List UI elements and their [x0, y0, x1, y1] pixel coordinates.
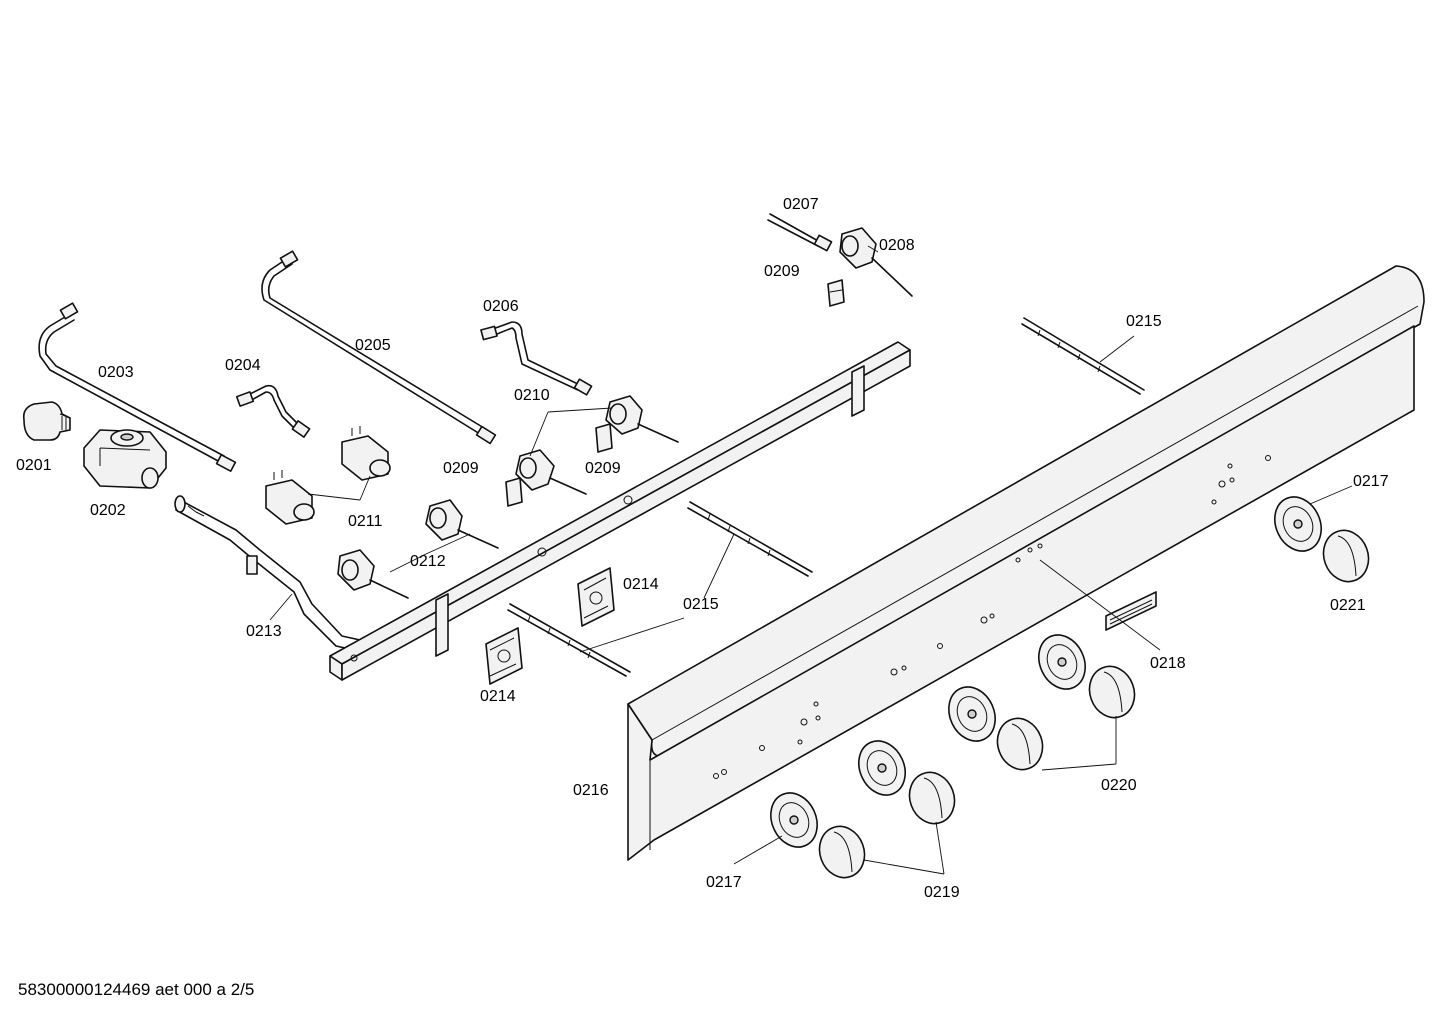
callout-0219: 0219: [924, 884, 960, 901]
clip-0209-top-part: [827, 279, 845, 307]
callout-0216: 0216: [573, 782, 609, 799]
callout-0206: 0206: [483, 298, 519, 315]
control-knob-0220-2-part: [1088, 665, 1136, 719]
callout-0208: 0208: [879, 237, 915, 254]
callout-0218: 0218: [1150, 655, 1186, 672]
clip-0209-left-part: [505, 477, 523, 507]
support-rail-part: [329, 341, 911, 681]
callout-0215-top: 0215: [1126, 313, 1162, 330]
control-knob-0219-2-part: [908, 771, 956, 825]
callout-0210: 0210: [514, 387, 550, 404]
solenoid-0211-lower-part: [265, 470, 315, 525]
gas-valve-0210-lower-part: [515, 449, 587, 495]
callout-0215-mid: 0215: [683, 596, 719, 613]
leader-0220: [1041, 716, 1117, 771]
callout-0213: 0213: [246, 623, 282, 640]
callout-0217-high: 0217: [1353, 473, 1389, 490]
control-knob-0219-1-part: [818, 825, 866, 879]
gas-tube-0207-part: [767, 213, 833, 252]
pressure-regulator-part: [83, 429, 167, 489]
leader-0218: [1039, 559, 1161, 651]
gas-valve-0212-lower-part: [337, 549, 409, 599]
callout-0209-left: 0209: [443, 460, 479, 477]
callout-0207: 0207: [783, 196, 819, 213]
solenoid-0211-upper-part: [341, 426, 391, 481]
knob-bezel-0217-3-part: [948, 686, 996, 742]
gas-valve-0210-upper-part: [605, 395, 679, 443]
leader-0208: [867, 245, 879, 253]
callout-0217-low: 0217: [706, 874, 742, 891]
leader-0212: [389, 533, 471, 573]
callout-0220: 0220: [1101, 777, 1137, 794]
callout-0202: 0202: [90, 502, 126, 519]
elbow-fitting-part: [22, 401, 71, 441]
clip-0209-right-part: [595, 423, 613, 453]
control-knob-0220-1-part: [996, 717, 1044, 771]
gas-tube-0205-part: [261, 250, 497, 445]
callout-0212: 0212: [410, 553, 446, 570]
document-reference: 58300000124469 aet 000 a 2/5: [18, 980, 255, 999]
leader-0211: [307, 475, 371, 501]
leader-0217-high: [1309, 485, 1353, 505]
leader-0215-mid: [579, 533, 735, 653]
igniter-rod-0215-mid-part: [687, 501, 813, 577]
leader-0215-top: [1099, 335, 1135, 363]
gas-tube-0204-part: [235, 384, 311, 438]
gas-valve-0212-upper-part: [425, 499, 499, 549]
leader-0219: [863, 821, 945, 875]
callout-0203: 0203: [98, 364, 134, 381]
gas-tube-0206-part: [480, 321, 593, 396]
gas-tube-0203-part: [38, 302, 237, 472]
callout-0209-top: 0209: [764, 263, 800, 280]
control-panel-0216-part: [627, 265, 1425, 861]
callout-0205: 0205: [355, 337, 391, 354]
callout-0214-lower: 0214: [480, 688, 516, 705]
callout-0221: 0221: [1330, 597, 1366, 614]
brand-badge-0218-part: [1105, 591, 1157, 631]
callout-0209-right: 0209: [585, 460, 621, 477]
leader-0210: [529, 407, 613, 457]
leader-0213: [269, 593, 293, 621]
control-knob-0221-part: [1322, 529, 1370, 583]
igniter-rod-0215-low-part: [507, 603, 631, 677]
manifold-pipe-0213-part: [174, 495, 361, 651]
callout-0204: 0204: [225, 357, 261, 374]
control-board-0214-upper-part: [577, 567, 615, 627]
knob-bezel-0217-5-part: [1274, 496, 1322, 552]
knob-bezel-0217-2-part: [858, 740, 906, 796]
callout-0211: 0211: [348, 513, 383, 530]
igniter-rod-0215-top-part: [1021, 317, 1145, 395]
callout-0201: 0201: [16, 457, 52, 474]
knob-bezel-0217-4-part: [1038, 634, 1086, 690]
control-board-0214-lower-part: [485, 627, 523, 685]
leader-0217-low: [733, 835, 783, 865]
gas-valve-0208-part: [839, 227, 913, 297]
callout-0214-upper: 0214: [623, 576, 659, 593]
knob-bezel-0217-1-part: [770, 792, 818, 848]
